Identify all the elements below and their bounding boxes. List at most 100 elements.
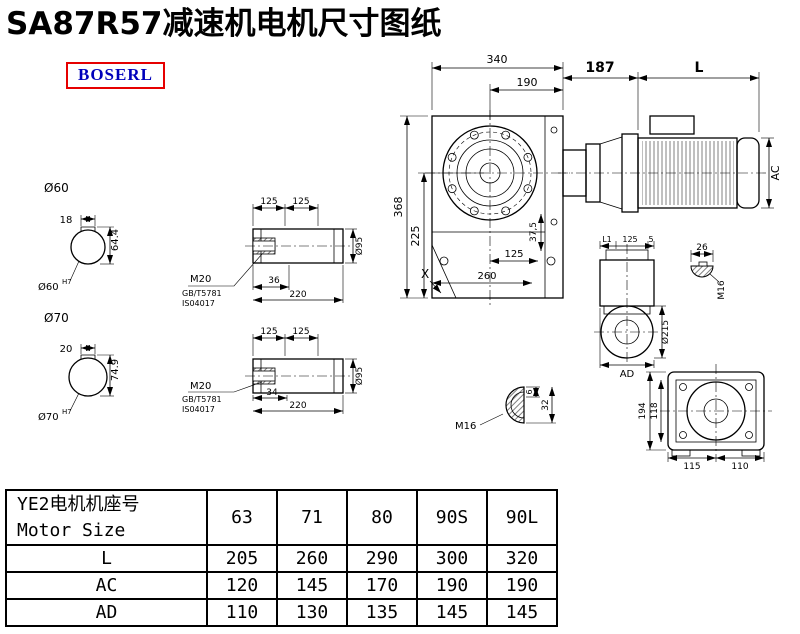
motor-rear-view: 194 118 115 110	[638, 364, 772, 472]
gearbox-offset-dim: 37,5	[529, 222, 539, 242]
table-row-L: L 205 260 290 300 320	[5, 544, 558, 573]
plug-part: M16 6 32	[455, 386, 556, 432]
side-width-dim: AD	[620, 369, 635, 380]
plug-hole	[550, 126, 558, 134]
plug-dome	[505, 386, 525, 424]
bore70-label: Ø70	[44, 311, 69, 325]
leader-line	[69, 392, 80, 412]
row-AC-value-1: 145	[276, 571, 348, 600]
size-column-71: 71	[276, 489, 348, 546]
size-column-80: 80	[346, 489, 418, 546]
row-L-value-4: 320	[486, 544, 558, 573]
plug-da-dim: 6	[525, 389, 534, 394]
gearbox-housing	[431, 115, 564, 299]
motor-size-header-cn: YE2电机机座号	[17, 493, 140, 515]
gearbox-front-view: 340 190 368 225 37,5 125 260 X	[392, 53, 570, 305]
leader-line	[188, 253, 263, 287]
row-L-value-2: 290	[346, 544, 418, 573]
rear-bolt-hole	[679, 431, 687, 439]
bore70-tolerance: H7	[62, 408, 72, 416]
terminal-box	[649, 115, 695, 135]
gearbox-width-dim: 340	[487, 53, 508, 66]
shaft1-thread: M20	[190, 274, 211, 285]
side-boss-dia-dim: Ø215	[660, 320, 671, 344]
gearbox-base-b-dim: 260	[477, 271, 496, 282]
row-AD-value-4: 145	[486, 598, 558, 627]
rear-inner-height-dim: 118	[650, 402, 660, 419]
motor-length-dim: L	[695, 60, 704, 76]
row-AD-value-1: 130	[276, 598, 348, 627]
bore70-keyway	[80, 354, 96, 360]
gearbox-height-lower-dim: 225	[409, 226, 422, 247]
shaft2-depth: 34	[266, 388, 278, 398]
motor-adapter-len-dim: 187	[585, 60, 614, 76]
bore60-circle	[70, 229, 106, 265]
bore60-tolerance: H7	[62, 278, 72, 286]
shaft2-length: 220	[289, 401, 306, 411]
leader-line	[479, 413, 504, 426]
motor-size-header-cell: YE2电机机座号 Motor Size	[5, 489, 208, 546]
shaft1-dim-b: 125	[292, 197, 309, 207]
leader-line	[188, 381, 263, 393]
bolt-hole	[501, 206, 511, 216]
bolt-hole	[523, 152, 533, 162]
table-row-AD: AD 110 130 135 145 145	[5, 598, 558, 627]
plug-hole	[550, 218, 558, 226]
bolt-hole	[447, 184, 457, 194]
bore70-circle	[68, 357, 108, 397]
bolt-hole	[501, 130, 511, 140]
mount-hole	[439, 256, 449, 266]
row-L-label: L	[5, 544, 208, 573]
bolt-hole	[469, 130, 479, 140]
bore60-label: Ø60	[44, 181, 69, 195]
rear-foot	[671, 449, 691, 457]
bore70-bore-label: Ø70	[38, 411, 59, 423]
motor-size-header-en: Motor Size	[17, 519, 126, 541]
gearbox-base-a-dim: 125	[504, 249, 523, 260]
row-AC-value-4: 190	[486, 571, 558, 600]
motor-size-table: YE2电机机座号 Motor Size 63 71 80 90S 90L L 2…	[5, 489, 558, 627]
key-slot	[698, 261, 708, 267]
rear-foot-a-dim: 115	[683, 462, 700, 472]
shaft2-standard1: GB/T5781	[182, 395, 222, 404]
leader-line	[69, 260, 80, 282]
bore60-key-width: 18	[60, 215, 73, 226]
side-l1-dim: L1	[602, 235, 612, 244]
rear-height-dim: 194	[638, 402, 648, 419]
bolt-hole	[447, 152, 457, 162]
shaft2-thread: M20	[190, 381, 211, 392]
row-AD-value-3: 145	[416, 598, 488, 627]
row-AC-value-3: 190	[416, 571, 488, 600]
bore60-keyway	[80, 226, 96, 232]
logo-text: BOSERL	[78, 65, 153, 84]
bolt-hole	[469, 206, 479, 216]
key-thread-label: M16	[717, 280, 727, 299]
shaft1-dia: Ø95	[354, 237, 365, 256]
plug-db-dim: 32	[541, 399, 551, 410]
row-L-value-3: 300	[416, 544, 488, 573]
bore70-key-width: 20	[60, 344, 73, 355]
bore60-height: 64.4	[110, 229, 121, 251]
key-width-dim: 26	[696, 243, 708, 253]
key-profile	[690, 265, 714, 278]
boserl-logo: BOSERL	[66, 62, 165, 89]
side-da-dim: 125	[622, 235, 637, 244]
shaft-drawing-1: 125 125 M20 GB/T5781 IS04017 36 220 Ø95	[182, 197, 365, 308]
rear-bolt-hole	[679, 383, 687, 391]
size-column-63: 63	[206, 489, 278, 546]
plug-thread-label: M16	[455, 421, 476, 432]
shaft1-standard1: GB/T5781	[182, 289, 222, 298]
size-column-90L: 90L	[486, 489, 558, 546]
key-cross-section: 26 M16	[690, 243, 727, 300]
row-AC-label: AC	[5, 571, 208, 600]
gearbox-side-view: L1 125 5 Ø215 AD	[594, 235, 671, 380]
gearbox-height-dim: 368	[392, 197, 405, 218]
gearbox-x-mark: X	[421, 267, 429, 281]
rear-bolt-hole	[745, 383, 753, 391]
shaft1-standard2: IS04017	[182, 299, 215, 308]
row-AD-label: AD	[5, 598, 208, 627]
size-column-90S: 90S	[416, 489, 488, 546]
bore-view-70: Ø70 20 74.9 Ø70 H7	[38, 311, 121, 423]
